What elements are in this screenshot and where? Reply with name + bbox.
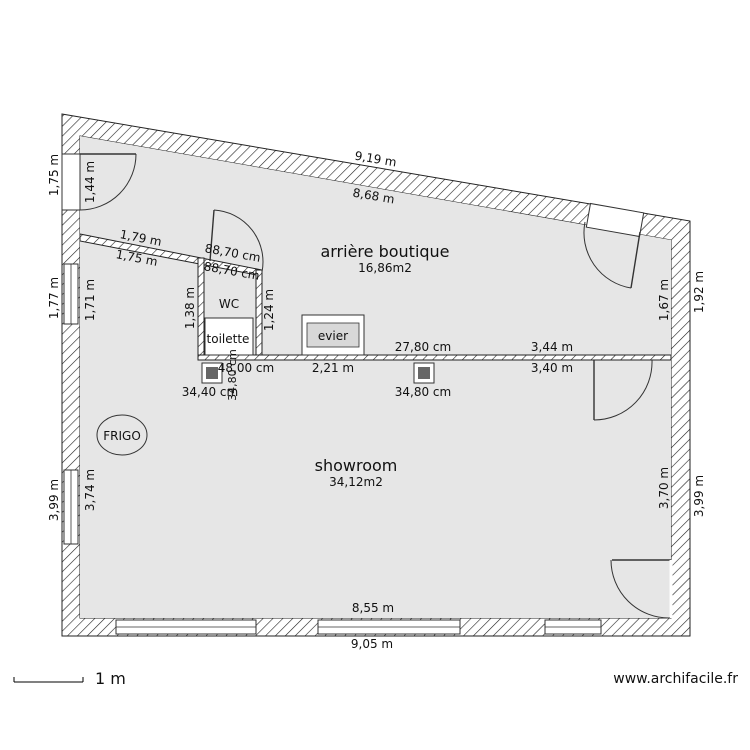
dim-left-low-inner: 3,74 m [83, 469, 97, 511]
scale-bar: 1 m [13, 669, 126, 688]
dim-right-upper-outer: 1,92 m [692, 271, 706, 313]
room-name-showroom: showroom [315, 456, 398, 475]
door-leaf-wc [209, 209, 215, 262]
dim-left-upper-inner: 1,44 m [83, 161, 97, 203]
dim-wc-left: 1,38 m [183, 287, 197, 329]
dim-col-b-left: 34,80 cm [226, 349, 239, 401]
door-leaf-top-right [630, 231, 641, 289]
door-arc-partition [593, 359, 653, 421]
door-arc-wc [213, 209, 264, 273]
dim-left-low-outer: 3,99 m [47, 479, 61, 521]
dim-col-a-top: 27,80 cm [395, 340, 451, 354]
top-right-opening [585, 202, 645, 238]
dim-partition-right-bottom: 3,40 m [531, 361, 573, 375]
wc-label: WC [219, 297, 239, 311]
toilet-fixture [204, 317, 254, 356]
room-name-back-shop: arrière boutique [320, 242, 449, 261]
dim-col-a-bottom: 34,80 cm [395, 385, 451, 399]
dim-partition-mid: 2,21 m [312, 361, 354, 375]
door-arc-left [79, 153, 137, 211]
door-arc-bottom-right [610, 559, 671, 619]
middle-partition [197, 354, 672, 361]
dim-right-upper-inner: 1,67 m [657, 279, 671, 321]
scale-label: 1 m [95, 669, 126, 688]
sink-label: evier [318, 329, 348, 343]
dim-left-mid-outer: 1,77 m [47, 277, 61, 319]
dim-left-mid-inner: 1,71 m [83, 279, 97, 321]
toilet-label: toilette [207, 332, 250, 346]
credit-text: www.archifacile.fr [613, 671, 738, 687]
left-wall-opening-1 [61, 153, 81, 211]
door-arc-top-right [583, 221, 632, 289]
dim-top-outer: 9,19 m [354, 149, 398, 170]
dim-wc-right: 1,24 m [262, 289, 276, 331]
dim-col-b-bottom: 34,40 cm [182, 385, 238, 399]
fridge-fixture [96, 414, 148, 456]
dim-left-upper-outer: 1,75 m [47, 154, 61, 196]
room-area-showroom: 34,12m2 [329, 475, 383, 489]
dim-top-inner: 8,68 m [352, 186, 396, 207]
dim-bottom-inner: 8,55 m [352, 601, 394, 615]
dim-partition-right-top: 3,44 m [531, 340, 573, 354]
room-area-back-shop: 16,86m2 [358, 261, 412, 275]
dim-wc-bottom: 48,00 cm [218, 361, 274, 375]
dim-right-low-outer: 3,99 m [692, 475, 706, 517]
dim-bottom-outer: 9,05 m [351, 637, 393, 651]
fridge-label: FRIGO [103, 429, 141, 443]
floor-area [80, 136, 671, 618]
dim-right-low-inner: 3,70 m [657, 467, 671, 509]
